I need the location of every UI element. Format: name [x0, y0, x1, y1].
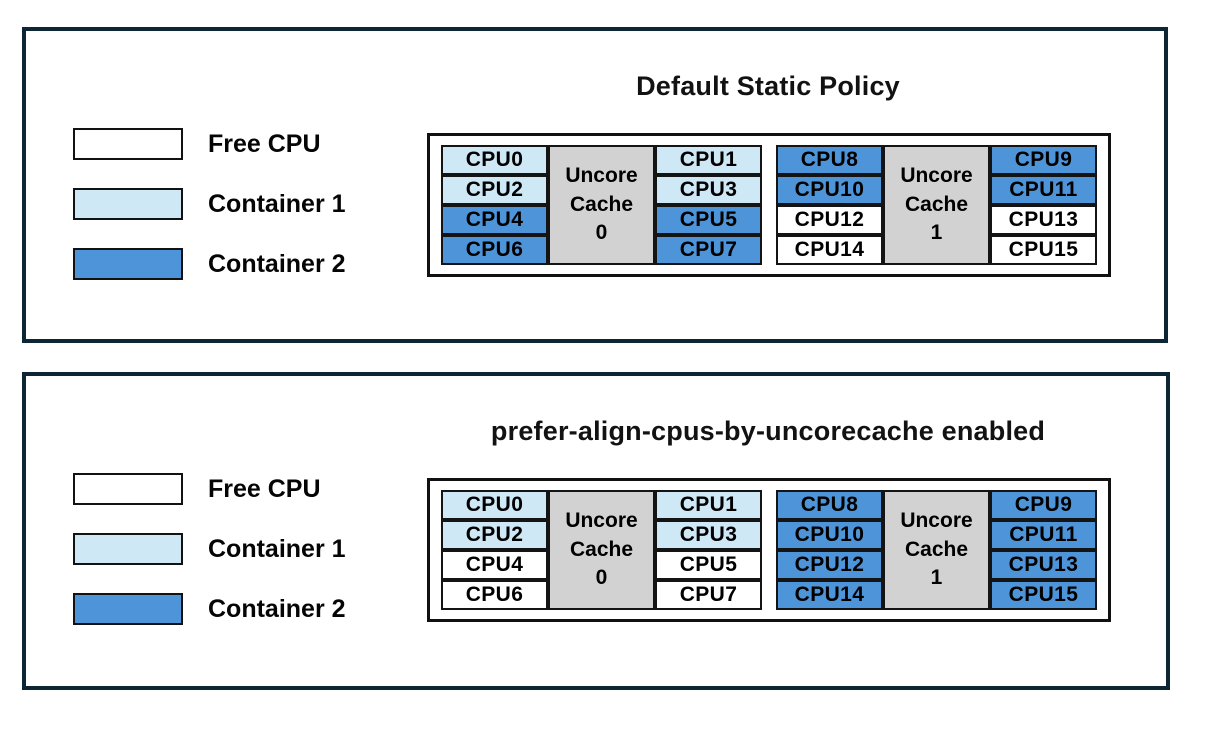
uncore-cache-1-label: Uncore Cache 1: [883, 490, 990, 610]
legend-swatch: [73, 248, 183, 280]
cpu-cell: CPU1: [655, 490, 762, 520]
legend-label: Container 1: [208, 189, 346, 218]
cpu-diagram: CPU0 CPU2 CPU4 CPU6 Uncore Cache 0 CPU1 …: [427, 133, 1111, 277]
panel-title: prefer-align-cpus-by-uncorecache enabled: [490, 416, 1046, 446]
cpu-cell: CPU7: [655, 235, 762, 265]
uncore-block-1: CPU8 CPU10 CPU12 CPU14 Uncore Cache 1 CP…: [776, 490, 1097, 610]
legend-swatch: [73, 533, 183, 565]
cpu-diagram: CPU0 CPU2 CPU4 CPU6 Uncore Cache 0 CPU1 …: [427, 478, 1111, 622]
cpu-cell: CPU8: [776, 490, 883, 520]
cpu-cell: CPU11: [990, 175, 1097, 205]
cpu-cell: CPU4: [441, 205, 548, 235]
uncore-cache-0-label: Uncore Cache 0: [548, 145, 655, 265]
cpu-cell: CPU0: [441, 145, 548, 175]
cpu-cell: CPU14: [776, 580, 883, 610]
cpu-cell: CPU1: [655, 145, 762, 175]
cpu-cell: CPU3: [655, 175, 762, 205]
cpu-cell: CPU3: [655, 520, 762, 550]
legend: Free CPU Container 1 Container 2: [73, 128, 346, 280]
legend-item: Free CPU: [73, 473, 346, 505]
cpu-cell: CPU15: [990, 235, 1097, 265]
panel-default-static-policy: Default Static Policy Free CPU Container…: [22, 27, 1168, 343]
legend-swatch: [73, 128, 183, 160]
uncore-block-0: CPU0 CPU2 CPU4 CPU6 Uncore Cache 0 CPU1 …: [441, 490, 762, 610]
legend-item: Container 2: [73, 248, 346, 280]
cpu-column-left: CPU0 CPU2 CPU4 CPU6: [441, 145, 548, 265]
cpu-cell: CPU12: [776, 205, 883, 235]
cpu-column-right: CPU9 CPU11 CPU13 CPU15: [990, 145, 1097, 265]
cpu-cell: CPU2: [441, 520, 548, 550]
legend-swatch: [73, 593, 183, 625]
cpu-cell: CPU14: [776, 235, 883, 265]
cpu-column-left: CPU8 CPU10 CPU12 CPU14: [776, 490, 883, 610]
legend-label: Free CPU: [208, 474, 321, 503]
cpu-column-left: CPU8 CPU10 CPU12 CPU14: [776, 145, 883, 265]
uncore-cache-0-label: Uncore Cache 0: [548, 490, 655, 610]
cpu-cell: CPU9: [990, 490, 1097, 520]
cpu-cell: CPU12: [776, 550, 883, 580]
cpu-column-left: CPU0 CPU2 CPU4 CPU6: [441, 490, 548, 610]
cpu-cell: CPU11: [990, 520, 1097, 550]
cpu-column-right: CPU9 CPU11 CPU13 CPU15: [990, 490, 1097, 610]
cpu-cell: CPU6: [441, 580, 548, 610]
panel-title: Default Static Policy: [636, 71, 900, 101]
cpu-cell: CPU4: [441, 550, 548, 580]
cpu-cell: CPU15: [990, 580, 1097, 610]
legend-item: Free CPU: [73, 128, 346, 160]
cpu-cell: CPU9: [990, 145, 1097, 175]
panel-prefer-align-uncorecache: prefer-align-cpus-by-uncorecache enabled…: [22, 372, 1170, 690]
cpu-cell: CPU13: [990, 550, 1097, 580]
cpu-cell: CPU5: [655, 205, 762, 235]
legend-swatch: [73, 473, 183, 505]
uncore-block-1: CPU8 CPU10 CPU12 CPU14 Uncore Cache 1 CP…: [776, 145, 1097, 265]
cpu-cell: CPU5: [655, 550, 762, 580]
uncore-cache-1-label: Uncore Cache 1: [883, 145, 990, 265]
legend-label: Container 1: [208, 534, 346, 563]
cpu-cell: CPU0: [441, 490, 548, 520]
legend-item: Container 1: [73, 188, 346, 220]
legend-label: Container 2: [208, 249, 346, 278]
cpu-column-right: CPU1 CPU3 CPU5 CPU7: [655, 490, 762, 610]
cpu-cell: CPU2: [441, 175, 548, 205]
uncore-block-0: CPU0 CPU2 CPU4 CPU6 Uncore Cache 0 CPU1 …: [441, 145, 762, 265]
cpu-column-right: CPU1 CPU3 CPU5 CPU7: [655, 145, 762, 265]
cpu-cell: CPU8: [776, 145, 883, 175]
legend-label: Free CPU: [208, 129, 321, 158]
legend: Free CPU Container 1 Container 2: [73, 473, 346, 625]
cpu-cell: CPU7: [655, 580, 762, 610]
legend-item: Container 2: [73, 593, 346, 625]
cpu-cell: CPU13: [990, 205, 1097, 235]
legend-item: Container 1: [73, 533, 346, 565]
cpu-cell: CPU10: [776, 520, 883, 550]
cpu-cell: CPU6: [441, 235, 548, 265]
legend-swatch: [73, 188, 183, 220]
cpu-cell: CPU10: [776, 175, 883, 205]
legend-label: Container 2: [208, 594, 346, 623]
